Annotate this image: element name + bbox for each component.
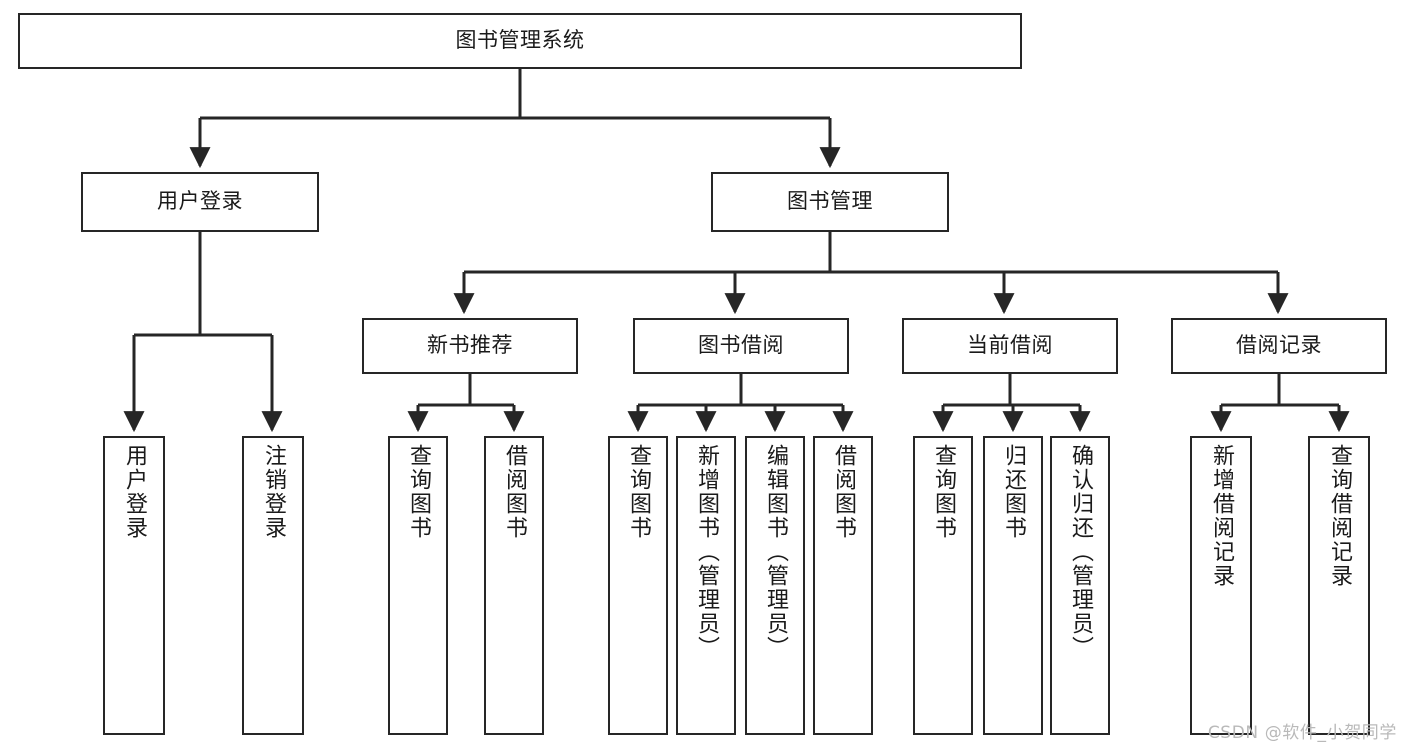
node-label: 图书管理系统 xyxy=(455,28,585,53)
node-label: 编辑图书（管理员） xyxy=(763,444,788,660)
node-label: 新增借阅记录 xyxy=(1209,444,1234,588)
node-label: 新增图书（管理员） xyxy=(694,444,719,660)
node-book-borrow[interactable]: 图书借阅 xyxy=(633,318,849,374)
node-label: 图书借阅 xyxy=(698,333,784,358)
node-root[interactable]: 图书管理系统 xyxy=(18,13,1022,69)
node-book-management[interactable]: 图书管理 xyxy=(711,172,949,232)
node-label: 用户登录 xyxy=(157,189,243,214)
node-label: 查询图书 xyxy=(931,444,956,540)
leaf-borrow-book-recommend[interactable]: 借阅图书 xyxy=(484,436,544,735)
node-user-login[interactable]: 用户登录 xyxy=(81,172,319,232)
leaf-return-book[interactable]: 归还图书 xyxy=(983,436,1043,735)
node-label: 借阅图书 xyxy=(831,444,856,540)
node-label: 归还图书 xyxy=(1001,444,1026,540)
node-label: 图书管理 xyxy=(787,189,873,214)
node-label: 新书推荐 xyxy=(427,333,513,358)
leaf-add-borrow-record[interactable]: 新增借阅记录 xyxy=(1190,436,1252,735)
node-current-borrow[interactable]: 当前借阅 xyxy=(902,318,1118,374)
leaf-logout[interactable]: 注销登录 xyxy=(242,436,304,735)
node-borrow-record[interactable]: 借阅记录 xyxy=(1171,318,1387,374)
leaf-query-borrow-record[interactable]: 查询借阅记录 xyxy=(1308,436,1370,735)
node-label: 查询借阅记录 xyxy=(1327,444,1352,588)
node-label: 用户登录 xyxy=(122,444,147,540)
leaf-borrow-book[interactable]: 借阅图书 xyxy=(813,436,873,735)
node-label: 借阅记录 xyxy=(1236,333,1322,358)
node-label: 查询图书 xyxy=(626,444,651,540)
leaf-user-login[interactable]: 用户登录 xyxy=(103,436,165,735)
node-label: 借阅图书 xyxy=(502,444,527,540)
node-label: 注销登录 xyxy=(261,444,286,540)
node-new-book-recommend[interactable]: 新书推荐 xyxy=(362,318,578,374)
leaf-query-book-borrow[interactable]: 查询图书 xyxy=(608,436,668,735)
leaf-edit-book-admin[interactable]: 编辑图书（管理员） xyxy=(745,436,805,735)
leaf-add-book-admin[interactable]: 新增图书（管理员） xyxy=(676,436,736,735)
leaf-query-book-recommend[interactable]: 查询图书 xyxy=(388,436,448,735)
node-label: 查询图书 xyxy=(406,444,431,540)
node-label: 当前借阅 xyxy=(967,333,1053,358)
leaf-query-book-current[interactable]: 查询图书 xyxy=(913,436,973,735)
watermark-text: CSDN @软件_小贺同学 xyxy=(1207,723,1397,743)
leaf-confirm-return-admin[interactable]: 确认归还（管理员） xyxy=(1050,436,1110,735)
node-label: 确认归还（管理员） xyxy=(1068,444,1093,660)
